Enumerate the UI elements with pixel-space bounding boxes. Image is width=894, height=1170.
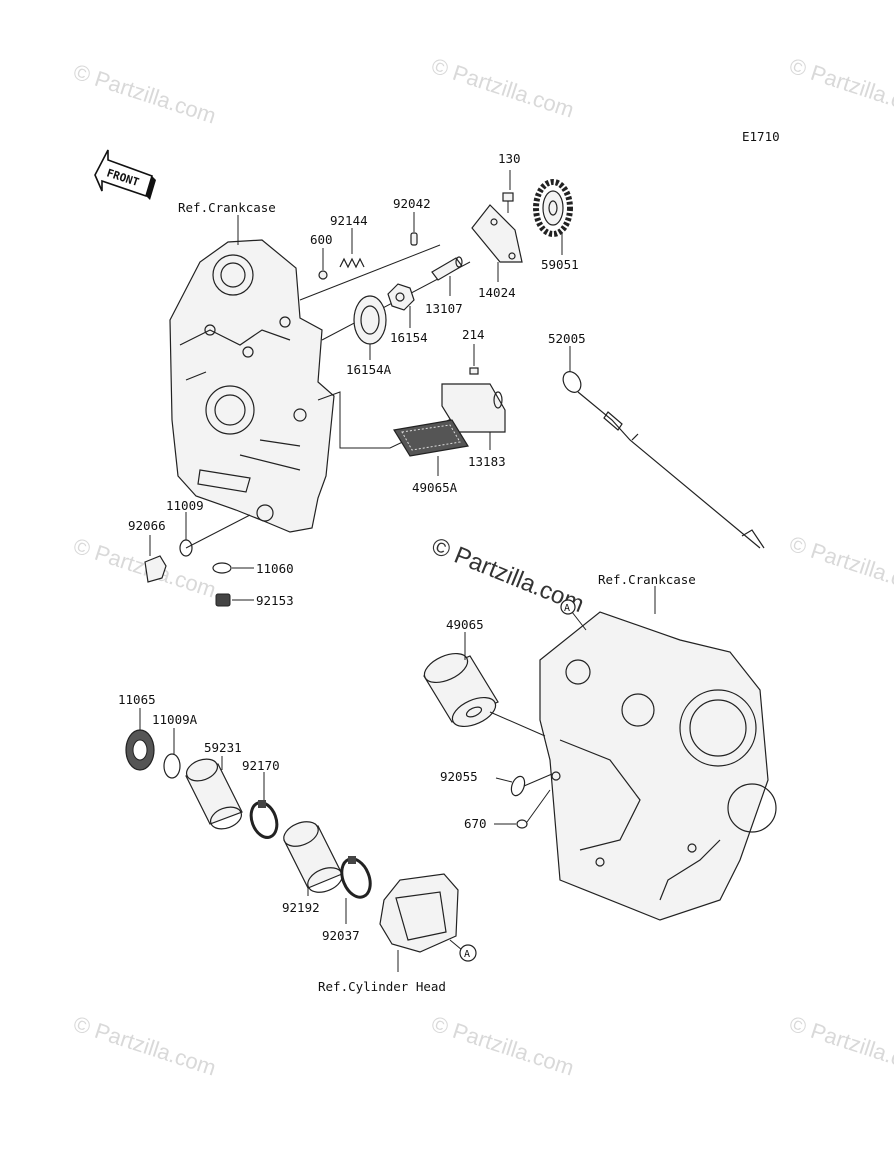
part-label-11065: 11065 — [118, 692, 156, 707]
part-label-670: 670 — [464, 816, 487, 831]
part-label-11009: 11009 — [166, 498, 204, 513]
part-label-92144: 92144 — [330, 213, 368, 228]
part-label-59231: 59231 — [204, 740, 242, 755]
part-label-130: 130 — [498, 151, 521, 166]
part-label-49065: 49065 — [446, 617, 484, 632]
bearing-11065 — [125, 708, 155, 771]
callout-a-bottom: A — [449, 939, 477, 962]
clamp-92037 — [340, 856, 372, 924]
pipe-59231 — [185, 756, 243, 830]
ref-cylinder-head: Ref.Cylinder Head — [318, 979, 446, 994]
plate-14024 — [471, 204, 523, 282]
washer-11009A — [163, 728, 181, 779]
washer-11009 — [179, 512, 251, 557]
part-label-92153: 92153 — [256, 593, 294, 608]
ref-crankcase-right: Ref.Crankcase — [598, 572, 696, 587]
watermark-2: © Partzilla.com — [428, 53, 577, 123]
gasket-11060 — [212, 562, 254, 574]
watermark-7: © Partzilla.com — [428, 1011, 577, 1081]
part-label-92042: 92042 — [393, 196, 431, 211]
bolt-92153 — [215, 593, 254, 607]
oring-92055 — [495, 773, 553, 797]
callout-a-top: A — [560, 599, 587, 631]
pin-92042 — [410, 212, 418, 246]
callout-a-bottom-letter: A — [464, 949, 470, 960]
watermark-4: © Partzilla.com — [70, 533, 219, 603]
part-label-13107: 13107 — [425, 301, 463, 316]
part-label-92055: 92055 — [440, 769, 478, 784]
part-label-14024: 14024 — [478, 285, 516, 300]
part-label-600: 600 — [310, 232, 333, 247]
plate-13183 — [441, 383, 506, 450]
part-label-52005: 52005 — [548, 331, 586, 346]
plug-92066 — [144, 535, 167, 583]
watermark-1: © Partzilla.com — [70, 59, 219, 129]
gear-59051 — [533, 179, 573, 255]
part-label-11009A: 11009A — [152, 712, 198, 727]
ball-600 — [318, 248, 328, 280]
clamp-92170 — [249, 772, 279, 839]
dipstick-52005 — [562, 346, 765, 549]
crankcase-right — [539, 611, 777, 921]
screen-49065A — [393, 419, 469, 476]
rotor-16154 — [387, 283, 415, 328]
part-label-92170: 92170 — [242, 758, 280, 773]
shaft-13107 — [431, 256, 463, 296]
rotor-16154A — [353, 295, 387, 360]
part-label-92066: 92066 — [128, 518, 166, 533]
watermark-6: © Partzilla.com — [70, 1011, 219, 1081]
crankcase-cover-left — [169, 239, 335, 533]
part-label-11060: 11060 — [256, 561, 294, 576]
part-label-92192: 92192 — [282, 900, 320, 915]
ref-crankcase-left: Ref.Crankcase — [178, 200, 276, 215]
diagram-code: E1710 — [742, 129, 780, 144]
cylinder-head-fitting — [379, 873, 459, 972]
part-label-13183: 13183 — [468, 454, 506, 469]
screw-214 — [469, 344, 479, 375]
oil-filter-49065 — [423, 632, 546, 737]
part-label-59051: 59051 — [541, 257, 579, 272]
callout-a-top-letter: A — [564, 603, 570, 614]
part-label-92037: 92037 — [322, 928, 360, 943]
watermark-5: © Partzilla.com — [786, 531, 894, 601]
spring-92144 — [339, 228, 365, 269]
bolt-130 — [502, 170, 514, 213]
part-label-16154A: 16154A — [346, 362, 392, 377]
part-label-49065A: 49065A — [412, 480, 458, 495]
watermark-3: © Partzilla.com — [786, 53, 894, 123]
part-label-214: 214 — [462, 327, 485, 342]
watermark-8: © Partzilla.com — [786, 1011, 894, 1081]
front-arrow-icon: FRONT — [94, 149, 156, 200]
part-label-16154: 16154 — [390, 330, 428, 345]
hose-92192 — [283, 821, 343, 896]
oring-670 — [494, 789, 551, 829]
